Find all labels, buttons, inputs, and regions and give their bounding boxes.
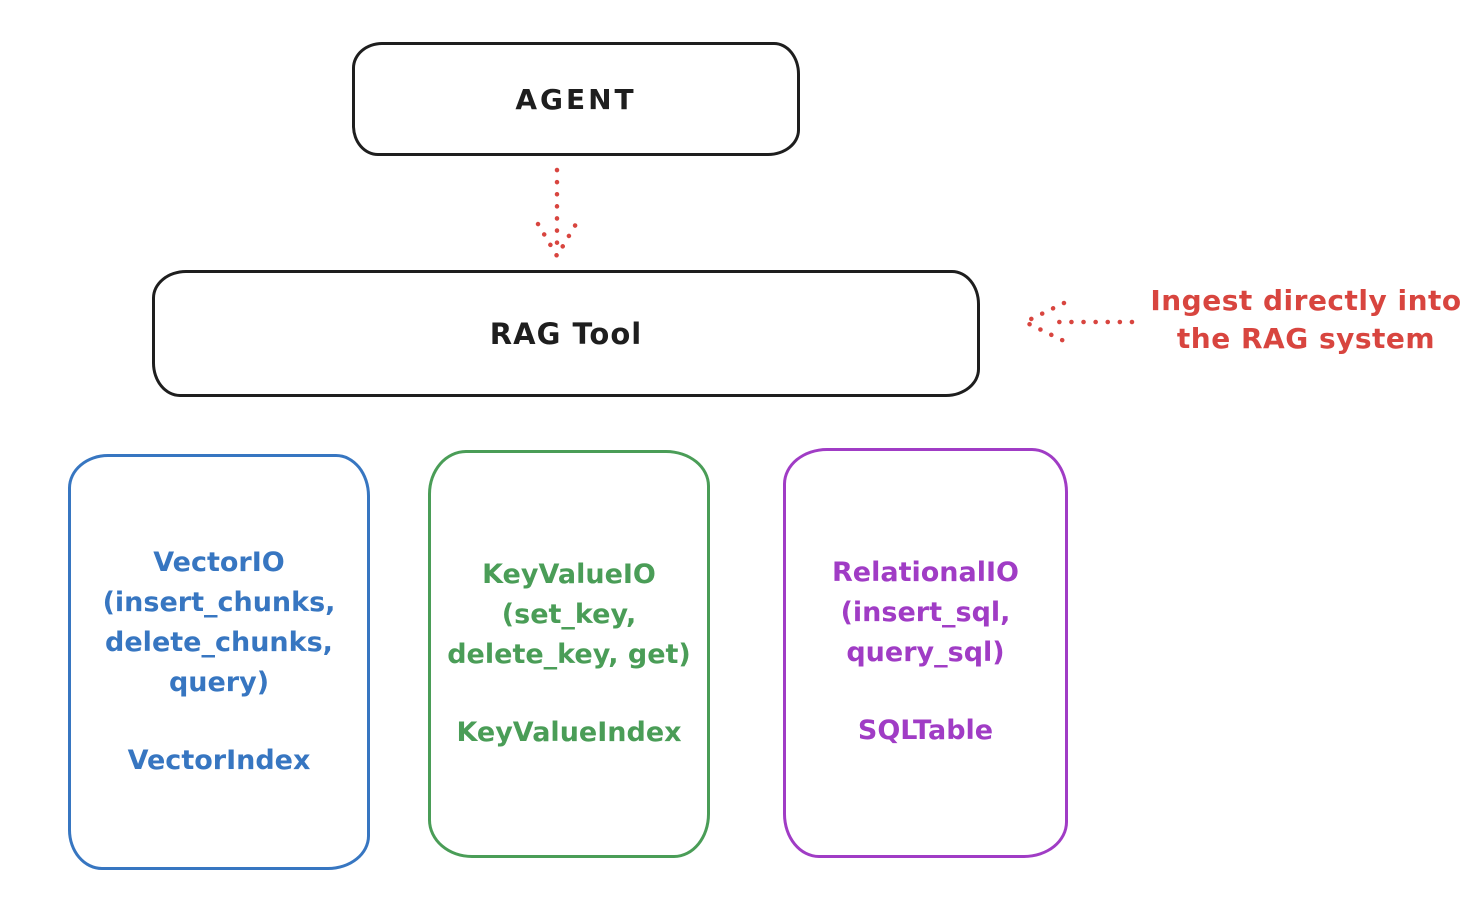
- ingest-annotation: Ingest directly into the RAG system: [1128, 282, 1484, 358]
- agent-to-ragtool-arrow-icon: [535, 167, 579, 259]
- agent-node: AGENT: [352, 42, 800, 156]
- vector-io-box: VectorIO (insert_chunks, delete_chunks, …: [68, 454, 370, 870]
- relational-io-line: query_sql): [846, 637, 1005, 668]
- relational-io-line: RelationalIO: [832, 557, 1019, 588]
- vector-io-line: query): [168, 667, 270, 698]
- relational-io-line: (insert_sql,: [840, 597, 1011, 628]
- keyvalue-io-line: KeyValueIO: [482, 559, 656, 590]
- keyvalue-io-box: KeyValueIO (set_key, delete_key, get) Ke…: [428, 450, 710, 858]
- relational-io-box: RelationalIO (insert_sql, query_sql) SQL…: [783, 448, 1068, 858]
- vector-io-line: delete_chunks,: [105, 627, 333, 658]
- keyvalue-io-line: (set_key,: [501, 599, 637, 630]
- vector-io-line: (insert_chunks,: [102, 587, 336, 618]
- ingest-annotation-line-2: the RAG system: [1176, 322, 1436, 355]
- vector-io-line: VectorIO: [153, 547, 285, 578]
- ingest-annotation-line-1: Ingest directly into: [1150, 284, 1462, 317]
- keyvalue-io-line: delete_key, get): [447, 639, 691, 670]
- rag-tool-node: RAG Tool: [152, 270, 980, 397]
- rag-tool-label: RAG Tool: [489, 316, 643, 351]
- ingest-into-ragtool-arrow-icon: [1022, 300, 1135, 344]
- agent-label: AGENT: [515, 82, 637, 116]
- keyvalue-index-label: KeyValueIndex: [456, 717, 682, 748]
- sql-table-label: SQLTable: [857, 715, 994, 746]
- vector-index-label: VectorIndex: [127, 745, 311, 776]
